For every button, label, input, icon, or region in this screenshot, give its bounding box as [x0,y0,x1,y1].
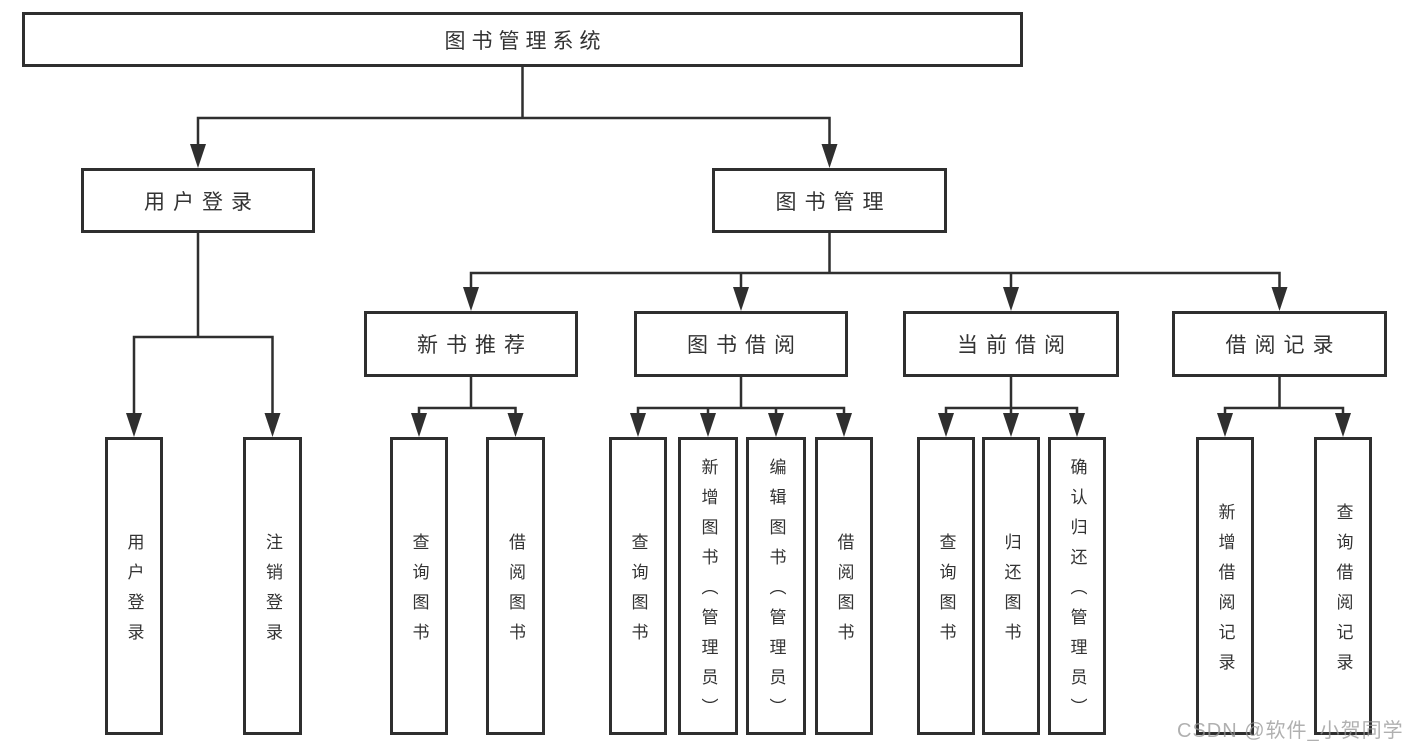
leaf-return-books: 归还图书 [982,437,1040,735]
node-new-book-recommendation: 新书推荐 [364,311,578,377]
node-current-borrowing: 当前借阅 [903,311,1119,377]
csdn-watermark: CSDN @软件_小贺同学 [1177,720,1404,742]
leaf-query-books-recommend: 查询图书 [390,437,448,735]
leaf-label: 编辑图书（管理员） [766,457,786,728]
leaf-label: 注销登录 [263,532,282,653]
leaf-confirm-return-admin: 确认归还（管理员） [1048,437,1106,735]
leaf-label: 用户登录 [124,532,144,653]
leaf-label: 查询图书 [628,532,648,653]
leaf-query-books-current: 查询图书 [917,437,975,735]
arrowheads [126,144,1351,437]
node-label: 借阅记录 [1225,334,1342,357]
leaf-user-login: 用户登录 [105,437,163,735]
leaf-query-borrow-record: 查询借阅记录 [1314,437,1372,735]
leaf-add-books-admin: 新增图书（管理员） [678,437,738,735]
node-label: 图书管理 [775,190,892,214]
leaf-borrow-books: 借阅图书 [815,437,873,735]
leaf-label: 查询借阅记录 [1333,502,1353,683]
leaf-label: 借阅图书 [506,532,525,653]
leaf-borrow-books-recommend: 借阅图书 [486,437,545,735]
leaf-logout: 注销登录 [243,437,302,735]
node-book-borrowing: 图书借阅 [634,311,848,377]
leaf-label: 确认归还（管理员） [1067,457,1087,728]
node-borrowing-records: 借阅记录 [1172,311,1387,377]
node-book-management-module: 图书管理 [712,168,947,233]
leaf-add-borrow-record: 新增借阅记录 [1196,437,1254,735]
node-root-label: 图书管理系统 [444,29,607,53]
node-root: 图书管理系统 [22,12,1023,67]
node-label: 新书推荐 [417,334,533,357]
node-label: 用户登录 [144,190,260,214]
node-label: 当前借阅 [957,334,1073,357]
leaf-label: 归还图书 [1001,532,1021,653]
leaf-label: 查询图书 [936,532,956,653]
leaf-query-books-borrowing: 查询图书 [609,437,667,735]
leaf-label: 借阅图书 [834,532,854,653]
leaf-edit-books-admin: 编辑图书（管理员） [746,437,806,735]
leaf-label: 新增借阅记录 [1215,502,1235,683]
leaf-label: 查询图书 [409,532,429,653]
node-label: 图书借阅 [687,334,803,357]
node-user-login-module: 用户登录 [81,168,315,233]
leaf-label: 新增图书（管理员） [698,457,718,728]
